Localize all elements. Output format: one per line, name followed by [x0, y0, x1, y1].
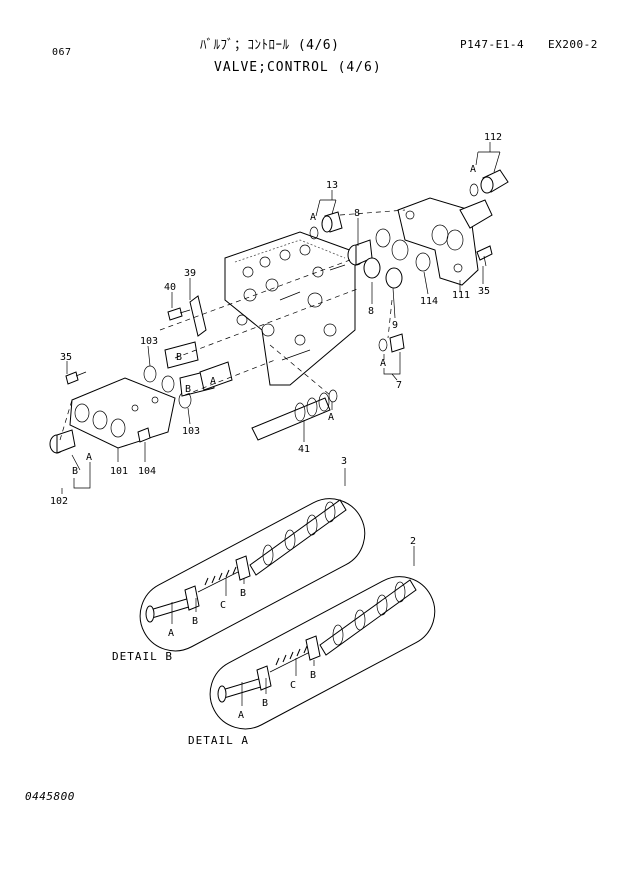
part-112-plug	[469, 169, 509, 197]
callout-9: 9	[392, 320, 398, 331]
title-japanese: ﾊﾞﾙﾌﾞ；ｺﾝﾄﾛｰﾙ (4/6)	[200, 38, 340, 53]
letter-a-7: A	[380, 358, 386, 369]
letter-c-detail-b: C	[220, 600, 226, 611]
model-code: EX200-2	[548, 38, 598, 51]
callout-114: 114	[420, 296, 438, 307]
letter-a-102: A	[86, 452, 92, 463]
callout-8-bottom: 8	[368, 306, 374, 317]
letter-c-detail-a: C	[290, 680, 296, 691]
letter-b-detail-a-2: B	[310, 670, 316, 681]
bolt-104	[137, 427, 151, 443]
callout-41: 41	[298, 444, 310, 455]
callout-101: 101	[110, 466, 128, 477]
letter-a-13: A	[310, 212, 316, 223]
callout-8-top: 8	[354, 208, 360, 219]
assembly-centerlines	[59, 209, 406, 441]
spool-41	[251, 389, 338, 441]
callout-7: 7	[396, 380, 402, 391]
letter-a-piston: A	[210, 376, 216, 387]
title-english: VALVE;CONTROL (4/6)	[214, 60, 382, 75]
callout-13: 13	[326, 180, 338, 191]
callout-35-right: 35	[478, 286, 490, 297]
detail-b-assembly-3	[139, 468, 366, 652]
right-cover-111	[397, 197, 493, 286]
letter-a-detail-b: A	[168, 628, 174, 639]
detail-a-caption: DETAIL A	[188, 734, 249, 747]
letter-b-piston-bottom: B	[185, 384, 191, 395]
letter-b-detail-b-1: B	[192, 616, 198, 627]
detail-a-assembly-2	[209, 546, 436, 730]
letter-a-detail-a: A	[238, 710, 244, 721]
callout-3: 3	[341, 456, 347, 467]
page-number: 067	[52, 47, 72, 58]
callout-103-bottom: 103	[182, 426, 200, 437]
pistons-b-a	[164, 341, 233, 397]
letter-labels: A A A A A A A A B B B B B B B C C	[72, 164, 476, 721]
letter-a-112: A	[470, 164, 476, 175]
bolt-35-right	[476, 245, 493, 267]
leader-lines	[61, 142, 501, 494]
callout-2: 2	[410, 536, 416, 547]
callout-labels: 112 13 8 8 9 114 111 35 39 40 103 35 103…	[50, 132, 502, 547]
letter-b-piston-top: B	[176, 352, 182, 363]
sleeves-and-rings	[347, 228, 431, 289]
letter-b-detail-b-2: B	[240, 588, 246, 599]
callout-39: 39	[184, 268, 196, 279]
callout-104: 104	[138, 466, 156, 477]
callout-40: 40	[164, 282, 176, 293]
drawing-number: 0445800	[25, 790, 75, 803]
plate-39-bolt-40	[167, 295, 207, 337]
detail-b-caption: DETAIL B	[112, 650, 173, 663]
callout-112: 112	[484, 132, 502, 143]
catalog-reference: P147-E1-4	[460, 38, 525, 51]
letter-b-detail-a-1: B	[262, 698, 268, 709]
bolt-35-left	[65, 371, 87, 385]
letter-a-41: A	[328, 412, 334, 423]
valve-body	[224, 231, 356, 386]
cap-102	[49, 429, 81, 471]
callout-111: 111	[452, 290, 470, 301]
letter-b-102: B	[72, 466, 78, 477]
callout-103-top: 103	[140, 336, 158, 347]
part-13-plug	[309, 211, 343, 240]
plug-7	[378, 333, 405, 353]
callout-35-left: 35	[60, 352, 72, 363]
left-cover-101	[69, 377, 176, 449]
callout-102: 102	[50, 496, 68, 507]
